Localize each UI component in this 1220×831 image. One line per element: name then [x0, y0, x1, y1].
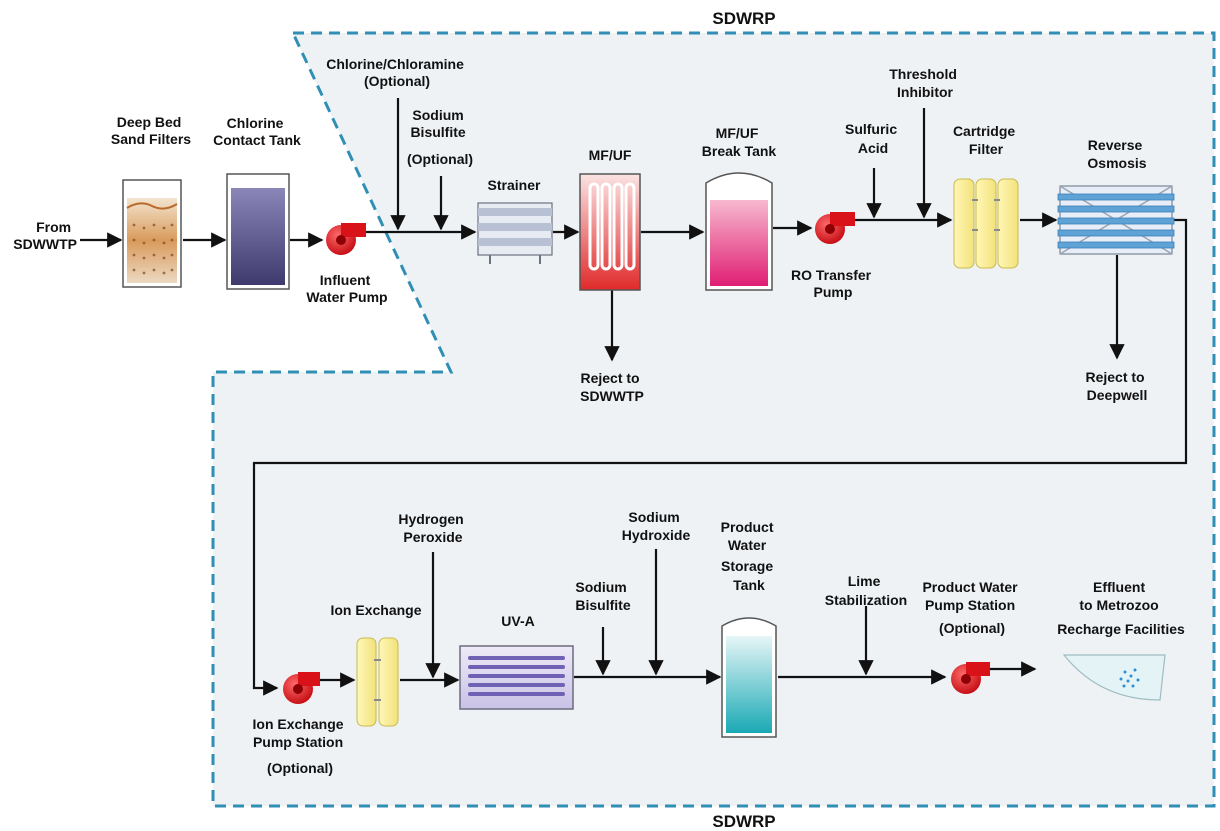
uv-reactor-icon: [459, 645, 574, 710]
label-sodium-hydroxide: Sodium Hydroxide: [622, 509, 691, 543]
influent-pump-icon: [326, 223, 366, 255]
boundary-label-top: SDWRP: [712, 9, 775, 28]
label-sulfuric-acid: Sulfuric Acid: [845, 121, 901, 156]
product-water-pump-icon: [951, 662, 990, 694]
label-sodium-bisulfite: Sodium Bisulfite: [575, 579, 630, 613]
label-threshold-inhibitor: Threshold Inhibitor: [889, 66, 961, 100]
cartridge-filter-icon: [953, 178, 1019, 269]
storage-tank-icon: [721, 617, 777, 738]
break-tank-icon: [705, 172, 773, 291]
label-deep-bed-sand-filters: Deep Bed Sand Filters: [111, 114, 191, 147]
ro-transfer-pump-icon: [815, 212, 855, 244]
label-cartridge-filter: Cartridge Filter: [953, 123, 1019, 157]
label-uva: UV-A: [501, 613, 534, 629]
label-product-water-pump-station: Product Water Pump Station (Optional): [922, 579, 1021, 636]
label-ro-transfer-pump: RO Transfer Pump: [791, 267, 875, 300]
label-ion-exchange-pump-station: Ion Exchange Pump Station (Optional): [253, 716, 348, 776]
label-reverse-osmosis: Reverse Osmosis: [1087, 137, 1146, 171]
label-product-water-storage-tank: Product Water Storage Tank: [721, 519, 778, 593]
label-mfuf: MF/UF: [589, 147, 632, 163]
label-reject-to-deepwell: Reject to Deepwell: [1085, 369, 1148, 403]
reverse-osmosis-icon: [1057, 185, 1175, 255]
label-mfuf-break-tank: MF/UF Break Tank: [702, 125, 777, 159]
sand-filter-icon: [122, 179, 182, 288]
strainer-icon: [477, 202, 553, 264]
label-effluent: Effluent to Metrozoo Recharge Facilities: [1057, 579, 1185, 637]
label-chlorine-contact-tank: Chlorine Contact Tank: [213, 115, 301, 148]
label-chlorine-chloramine: Chlorine/Chloramine (Optional): [326, 56, 468, 89]
label-reject-to-sdwwtp: Reject to SDWWTP: [580, 370, 644, 404]
contact-tank-icon: [226, 173, 290, 290]
label-from-sdwwtp: From SDWWTP: [13, 219, 77, 252]
pipe-ro-to-bottom-row: [252, 218, 1188, 696]
label-sodium-bisulfite-optional: Sodium Bisulfite (Optional): [407, 107, 473, 167]
label-ion-exchange: Ion Exchange: [330, 602, 421, 618]
label-strainer: Strainer: [488, 177, 541, 193]
membrane-filter-icon: [579, 173, 641, 291]
ion-exchange-icon: [356, 637, 399, 727]
label-hydrogen-peroxide: Hydrogen Peroxide: [398, 511, 467, 545]
recharge-basin-icon: [1062, 654, 1166, 701]
label-lime-stabilization: Lime Stabilization: [825, 573, 907, 608]
label-influent-water-pump: Influent Water Pump: [306, 272, 387, 305]
ion-exchange-pump-icon: [283, 672, 320, 704]
boundary-label-bottom: SDWRP: [712, 812, 775, 831]
